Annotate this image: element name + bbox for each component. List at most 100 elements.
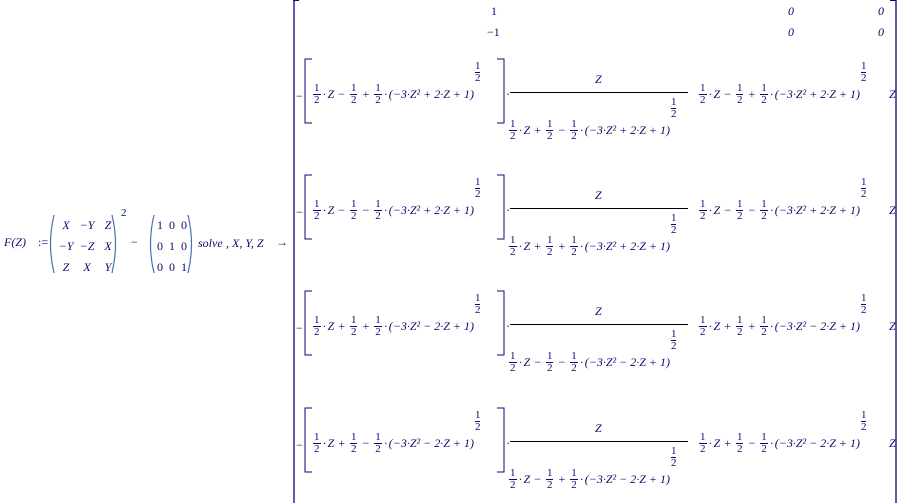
result-matrix[interactable]: [293, 0, 903, 503]
fraction-denominator: 2: [860, 72, 867, 84]
right-square-bracket-icon: [497, 58, 505, 124]
fraction-denominator: 2: [374, 94, 382, 106]
result-z-2: 0: [878, 25, 884, 39]
var-z: Z: [713, 319, 721, 333]
matrix-a-cell: −Y: [79, 218, 95, 232]
var-z: Z: [523, 355, 531, 369]
fraction-numerator: 1: [860, 409, 867, 421]
fraction-denominator: 2: [349, 443, 358, 455]
fraction-numerator: 1: [700, 431, 706, 443]
identity-matrix[interactable]: 1 0 0 0 1 0 0 0 1: [146, 214, 196, 274]
fraction-denominator: 2: [474, 304, 481, 316]
var-z: Z: [327, 87, 335, 101]
identity-cell: 1: [169, 239, 175, 253]
fraction-numerator: 1: [350, 82, 357, 94]
matrix-a-cell: X: [104, 239, 112, 253]
fraction-numerator: 1: [314, 314, 320, 326]
fraction-denominator: 2: [374, 326, 382, 338]
identity-cell: 0: [169, 218, 175, 232]
radicand: (−3·Z² + 2·Z + 1): [584, 239, 670, 253]
result-z: Z: [889, 203, 896, 217]
negation-sign: −: [296, 89, 303, 103]
left-bracket-top: [293, 0, 299, 1]
var-z: Z: [523, 472, 531, 486]
sign: −: [362, 436, 370, 450]
sign: +: [362, 319, 370, 333]
var-z: Z: [713, 87, 721, 101]
function-name: F(Z): [4, 235, 26, 249]
fraction-denominator: 2: [860, 421, 867, 433]
fraction-denominator: 2: [699, 94, 707, 106]
fraction-numerator: 1: [546, 467, 553, 479]
fraction-numerator: 1: [510, 234, 516, 246]
matrix-a[interactable]: X −Y Z −Y −Z X Z X Y: [46, 214, 122, 274]
fraction-numerator: 1: [761, 198, 767, 210]
fraction-denominator: 2: [570, 130, 578, 142]
fraction-numerator: 1: [474, 60, 481, 72]
right-paren-icon: [111, 214, 117, 274]
sign: −: [748, 203, 756, 217]
result-x-1: 1: [491, 4, 497, 18]
solve-keyword[interactable]: solve: [198, 236, 223, 250]
fraction-numerator: 1: [761, 82, 767, 94]
result-x-2: −1: [487, 25, 500, 39]
fraction-numerator: 1: [314, 82, 320, 94]
fraction-denominator: 2: [735, 443, 744, 455]
fraction-denominator: 2: [474, 72, 481, 84]
radicand: (−3·Z² − 2·Z + 1): [774, 436, 860, 450]
right-square-bracket-icon: [497, 174, 505, 240]
fraction-bar: [510, 441, 688, 442]
numerator-z: Z: [595, 304, 602, 318]
negation-sign: −: [296, 321, 303, 335]
result-z: Z: [889, 319, 896, 333]
sign: −: [558, 123, 566, 137]
matrix-power: 2: [121, 207, 127, 219]
var-z: Z: [713, 203, 721, 217]
fraction-denominator: 2: [545, 479, 554, 491]
fraction-denominator: 2: [735, 94, 744, 106]
fraction-numerator: 1: [761, 314, 767, 326]
var-z: Z: [327, 203, 335, 217]
fraction-numerator: 1: [670, 328, 677, 340]
negation-sign: −: [296, 438, 303, 452]
fraction-numerator: 1: [860, 292, 867, 304]
fraction-denominator: 2: [545, 362, 554, 374]
radicand: (−3·Z² − 2·Z + 1): [388, 319, 474, 333]
var-z: Z: [327, 319, 335, 333]
fraction-numerator: 1: [510, 118, 516, 130]
fraction-numerator: 1: [736, 431, 743, 443]
var-z: Z: [523, 239, 531, 253]
fraction-denominator: 2: [349, 94, 358, 106]
matrix-a-cell: Z: [62, 260, 70, 274]
multiply-dot: ·: [506, 203, 510, 217]
left-square-bracket-icon: [304, 58, 312, 124]
fraction-numerator: 1: [571, 350, 577, 362]
matrix-a-cell: X: [83, 260, 91, 274]
sign: −: [338, 87, 345, 101]
